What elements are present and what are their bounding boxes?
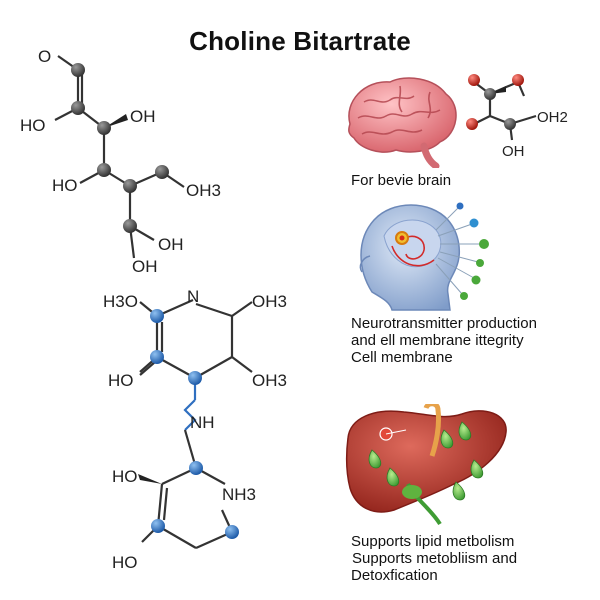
atom-label: HO	[112, 467, 138, 486]
caption-brain: For bevie brain	[351, 172, 452, 189]
atom-label: N	[187, 287, 199, 306]
atom-label: OH2	[537, 109, 568, 126]
brain-icon	[348, 77, 457, 168]
atom-label: HO	[20, 116, 46, 135]
tartrate-molecule: OH2 OH	[466, 74, 568, 160]
atom-label: H3O	[103, 292, 138, 311]
caption-line: Cell membrane	[351, 349, 453, 366]
atom-label: OH3	[252, 371, 287, 390]
atom-label: OH3	[252, 292, 287, 311]
caption-neuro: Neurotransmitter production and ell memb…	[351, 315, 537, 366]
page-title: Choline Bitartrate	[189, 26, 411, 56]
liver-icon	[345, 404, 507, 526]
top-molecule-labels: O HO OH HO OH3 OH OH	[20, 47, 221, 276]
atom-label: NH	[190, 413, 215, 432]
caption-line: Supports metobliism and	[352, 550, 518, 567]
atom-label: NH3	[222, 485, 256, 504]
caption-line: and ell membrane ittegrity	[351, 332, 524, 349]
atom-label: OH3	[186, 181, 221, 200]
atom-label: HO	[112, 553, 138, 572]
atom-label: OH	[158, 235, 184, 254]
caption-line: Detoxfication	[351, 567, 438, 584]
top-molecule	[54, 55, 185, 259]
bottom-molecule-labels: H3O N OH3 HO OH3 NH HO NH3 HO	[103, 287, 287, 572]
atom-label: OH	[132, 257, 158, 276]
atom-label: OH	[130, 107, 156, 126]
bottom-molecule-atoms	[150, 309, 239, 539]
atom-label: OH	[502, 143, 525, 160]
atom-label: O	[38, 47, 51, 66]
caption-line: Supports lipid metbolism	[351, 533, 515, 550]
caption-line: Neurotransmitter production	[351, 315, 537, 332]
top-molecule-atoms	[71, 63, 169, 233]
caption-liver: Supports lipid metbolism Supports metobl…	[351, 533, 517, 584]
atom-label: HO	[52, 176, 78, 195]
atom-label: HO	[108, 371, 134, 390]
head-neural-icon	[359, 202, 489, 311]
